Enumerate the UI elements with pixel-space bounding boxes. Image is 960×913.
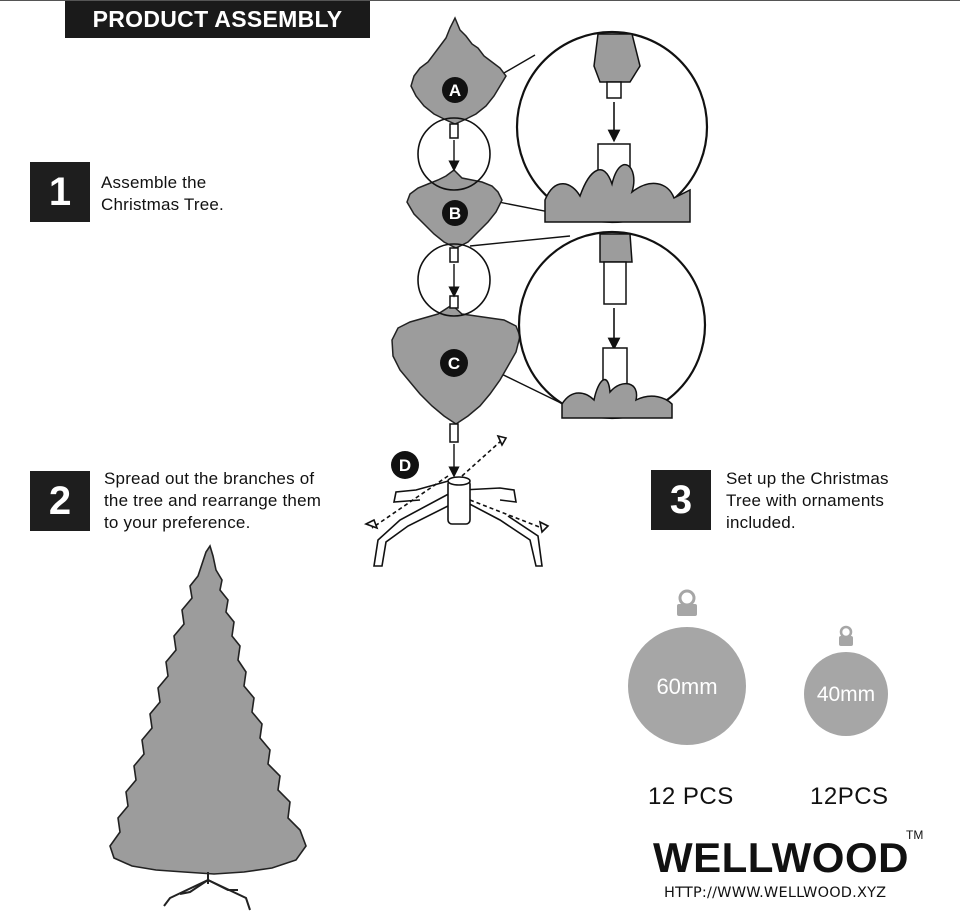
brand-url[interactable]: HTTP://WWW.WELLWOOD.XYZ	[664, 885, 887, 901]
step-2-number: 2	[30, 471, 90, 531]
step-2-line-1: Spread out the branches of	[104, 469, 315, 488]
brand-logo: WELLWOOD	[653, 834, 909, 881]
pole-pieces	[449, 123, 459, 443]
assembled-tree	[109, 544, 307, 875]
part-label-c-text: C	[448, 354, 460, 373]
step-3-line-2: Tree with ornaments	[726, 491, 885, 510]
part-label-b-text: B	[449, 204, 461, 223]
part-label-d-text: D	[399, 456, 411, 475]
step-1-number: 1	[30, 162, 90, 222]
step-2-instructions: Spread out the branches of the tree and …	[104, 468, 321, 534]
step-3-instructions: Set up the Christmas Tree with ornaments…	[726, 468, 889, 534]
tree-section-a	[410, 16, 507, 125]
page-title: PRODUCT ASSEMBLY	[65, 1, 370, 38]
part-label-c: C	[440, 349, 468, 377]
ornament-small: 40mm	[804, 625, 888, 736]
step-3-number: 3	[651, 470, 711, 530]
ornament-small-size: 40mm	[817, 683, 875, 706]
step-3-line-1: Set up the Christmas	[726, 469, 889, 488]
brand-trademark: TM	[906, 828, 924, 842]
part-label-b: B	[442, 200, 468, 226]
part-label-d: D	[391, 451, 419, 479]
joint-circle-bc	[417, 243, 491, 317]
step-1-line-2: Christmas Tree.	[101, 195, 224, 214]
step-1-instructions: Assemble the Christmas Tree.	[101, 172, 224, 216]
ornament-small-count: 12PCS	[810, 783, 889, 810]
step-3-line-3: included.	[726, 513, 796, 532]
ornament-large-count: 12 PCS	[648, 783, 734, 810]
part-label-a: A	[442, 77, 468, 103]
tree-stand	[363, 434, 550, 567]
ornament-large-size: 60mm	[656, 674, 717, 699]
step-2-line-2: the tree and rearrange them	[104, 491, 322, 510]
step-1-line-1: Assemble the	[101, 173, 207, 192]
top-rule	[0, 0, 960, 1]
ornament-large: 60mm	[628, 589, 746, 745]
joint-circle-ab	[417, 117, 491, 191]
assembled-tree-stand	[163, 872, 251, 911]
step-2-line-3: to your preference.	[104, 513, 251, 532]
zoom-detail-top	[515, 30, 709, 224]
zoom-detail-bottom	[517, 230, 707, 420]
part-label-a-text: A	[449, 81, 461, 100]
